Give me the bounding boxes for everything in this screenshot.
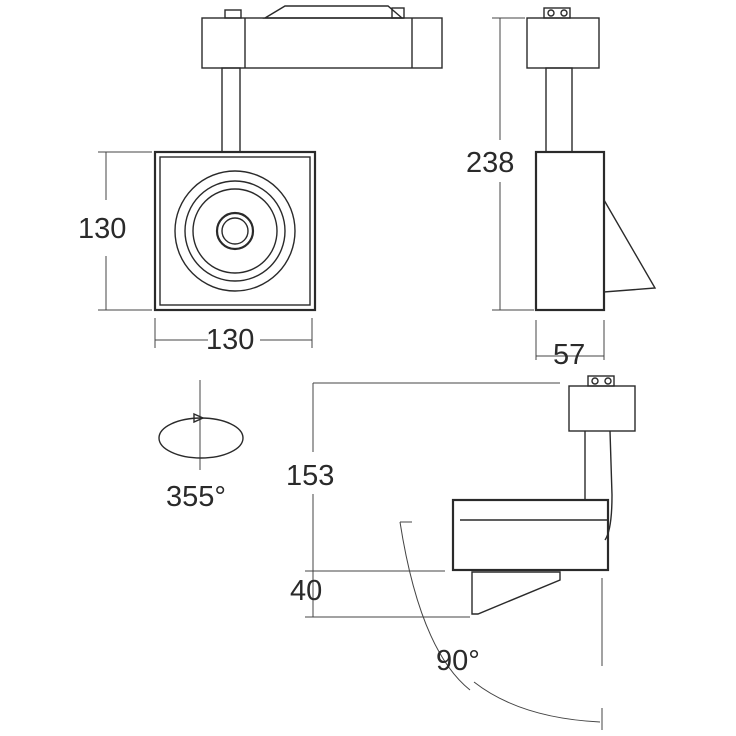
front-height-label: 130	[78, 213, 126, 245]
tilt-view: 153 40 90°	[286, 375, 636, 730]
tilt-adapter-screw-left	[591, 377, 599, 385]
front-adapter-latch	[391, 7, 405, 19]
front-stem	[221, 67, 241, 153]
front-view: 130 130	[78, 5, 443, 356]
tilt-bracket	[471, 571, 561, 615]
side-adapter-screw-left	[547, 9, 555, 17]
front-lens-center	[221, 217, 249, 245]
tilt-height-label: 153	[286, 460, 334, 492]
tilt-head	[451, 498, 610, 572]
side-stem	[545, 67, 573, 153]
side-bracket	[603, 197, 657, 293]
front-track-adapter	[201, 17, 443, 69]
tilt-adapter-screw-right	[604, 377, 612, 385]
tilt-track-adapter	[568, 385, 636, 432]
tilt-adapter-clip	[587, 375, 615, 387]
front-lens-ring-mid	[184, 180, 286, 282]
side-view: 238 57	[466, 7, 657, 371]
side-height-label: 238	[466, 147, 514, 179]
front-lens-ring-outer	[174, 170, 296, 292]
front-width-label: 130	[206, 324, 254, 356]
front-adapter-clip	[224, 9, 242, 19]
rotation-ellipse	[158, 417, 244, 459]
front-head-outer	[153, 150, 317, 312]
side-adapter-clip	[543, 7, 571, 19]
tilt-arc-upper	[399, 521, 471, 691]
rotation-label: 355°	[166, 481, 226, 513]
front-head-inner	[159, 156, 311, 306]
tilt-arc-lower	[473, 681, 601, 723]
side-adapter-screw-right	[560, 9, 568, 17]
rotation-symbol: 355°	[158, 380, 244, 513]
side-head	[534, 150, 606, 312]
front-lens-ring-inner	[192, 188, 278, 274]
front-adapter-top-plate	[262, 5, 404, 19]
rotation-arrow-head	[193, 412, 205, 424]
side-depth-label: 57	[553, 339, 585, 371]
tilt-angle-label: 90°	[436, 645, 480, 677]
tilt-stem	[584, 430, 613, 541]
front-lens-core	[215, 211, 255, 251]
tilt-offset-label: 40	[290, 575, 322, 607]
side-track-adapter	[526, 17, 600, 69]
